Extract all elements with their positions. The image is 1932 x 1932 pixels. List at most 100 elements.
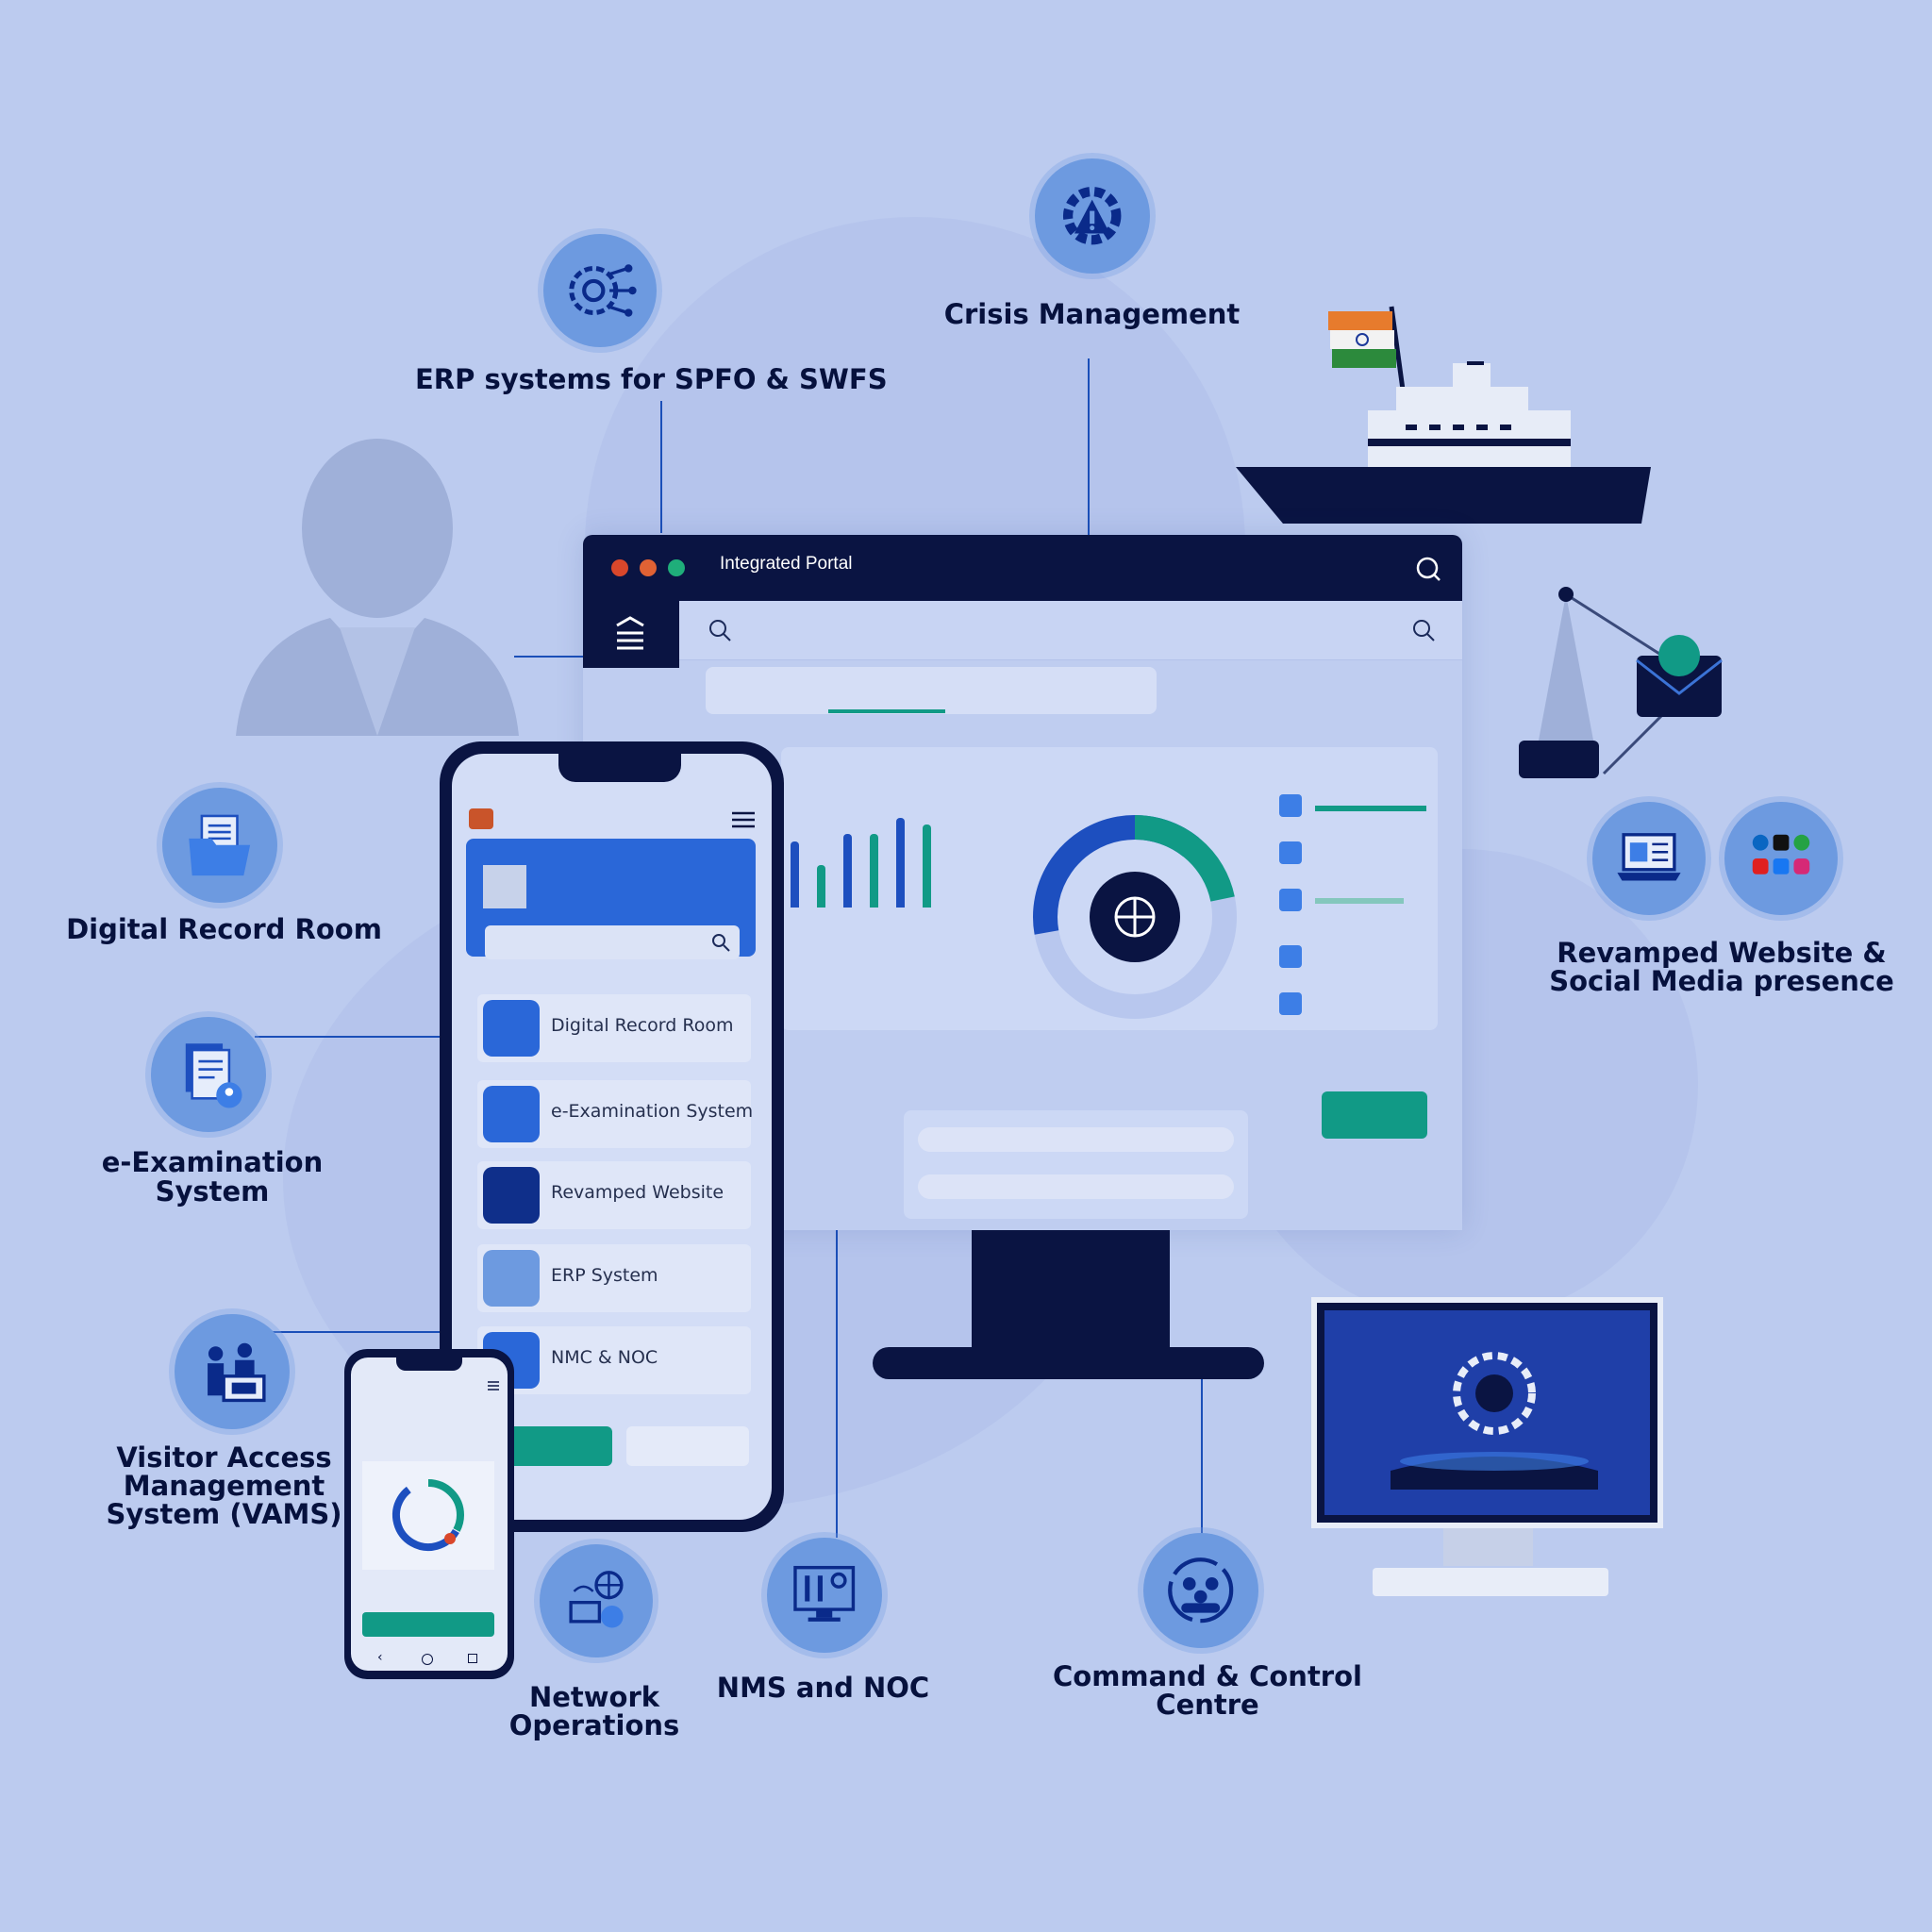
menu-icon[interactable] xyxy=(613,614,647,652)
list-item[interactable] xyxy=(1279,841,1302,864)
primary-button[interactable] xyxy=(362,1612,494,1637)
social-icon-circle xyxy=(1724,802,1838,915)
secondary-button[interactable] xyxy=(626,1426,749,1466)
chart-bar xyxy=(817,865,825,908)
gear-circuit-icon xyxy=(483,1250,540,1307)
phone-app-erp[interactable]: ERP System xyxy=(477,1244,751,1312)
placeholder-line xyxy=(918,1174,1234,1199)
network-label-line2: Operations xyxy=(508,1709,680,1741)
chart-bar xyxy=(791,841,799,908)
content-card xyxy=(904,1110,1248,1219)
phone-app-record-room[interactable]: Digital Record Room xyxy=(477,994,751,1062)
exam-label-line2: System xyxy=(155,1175,270,1208)
bar-chart xyxy=(791,804,932,908)
social-media-icons xyxy=(1752,834,1810,874)
small-mobile-phone: ‹ xyxy=(344,1349,514,1679)
erp-icon-circle xyxy=(543,234,657,347)
search-icon[interactable] xyxy=(711,933,730,952)
phone-search-input[interactable] xyxy=(485,925,740,959)
primary-button[interactable] xyxy=(508,1426,612,1466)
connector-line xyxy=(1201,1379,1203,1535)
phone-app-website[interactable]: Revamped Website xyxy=(477,1161,751,1229)
crisis-icon-circle xyxy=(1035,158,1150,274)
command-centre-monitor xyxy=(1311,1297,1663,1528)
donut-chart xyxy=(1033,815,1237,1019)
portal-search-bar[interactable] xyxy=(679,601,1462,660)
exam-icon-circle xyxy=(151,1017,266,1132)
keyboard xyxy=(1373,1568,1608,1596)
monitor-base xyxy=(873,1347,1264,1379)
nav-recent-icon[interactable] xyxy=(468,1654,477,1663)
folder-document-icon xyxy=(483,1000,540,1057)
placeholder-line xyxy=(918,1127,1234,1152)
nav-back-icon[interactable]: ‹ xyxy=(377,1650,383,1665)
chart-bar xyxy=(870,834,878,908)
folder-document-icon xyxy=(189,814,251,876)
website-icon-circle xyxy=(1592,802,1706,915)
nms-label: NMS and NOC xyxy=(716,1672,930,1704)
avatar xyxy=(483,865,526,908)
record-room-icon-circle xyxy=(162,788,277,903)
monitor-tools-icon xyxy=(793,1566,856,1623)
status-list xyxy=(1279,794,1426,1021)
app-label: Revamped Website xyxy=(551,1182,724,1203)
monitor-stand xyxy=(972,1230,1170,1353)
search-icon[interactable] xyxy=(1415,556,1441,582)
cc-label-line1: Command & Control xyxy=(1053,1660,1362,1692)
phone-app-exam[interactable]: e-Examination System xyxy=(477,1080,754,1148)
connector-line xyxy=(255,1036,440,1038)
exam-document-icon xyxy=(483,1086,540,1142)
chart-bar xyxy=(896,818,905,908)
search-icon[interactable] xyxy=(1411,618,1436,642)
cc-icon-circle xyxy=(1143,1533,1258,1648)
phone-notch xyxy=(558,754,681,782)
chart-bar xyxy=(843,834,852,908)
network-icon-circle xyxy=(540,1544,653,1657)
action-button[interactable] xyxy=(1322,1091,1427,1139)
network-globe-icon xyxy=(569,1571,624,1628)
app-label: e-Examination System xyxy=(551,1101,754,1122)
record-room-label: Digital Record Room xyxy=(66,913,382,945)
portal-title: Integrated Portal xyxy=(720,554,853,574)
donut-card xyxy=(362,1461,494,1570)
gear-alert-icon xyxy=(1063,187,1122,245)
erp-label: ERP systems for SPFO & SWFS xyxy=(415,363,888,395)
donut-chart xyxy=(392,1479,464,1551)
connector-line xyxy=(269,1331,440,1333)
app-label: ERP System xyxy=(551,1265,658,1286)
app-logo xyxy=(469,808,493,829)
connector-line xyxy=(1088,358,1090,535)
cc-label-line2: Centre xyxy=(1156,1689,1259,1721)
progress-bar xyxy=(1315,806,1426,811)
control-room-icon xyxy=(1391,1352,1598,1490)
list-item[interactable] xyxy=(1279,992,1302,1015)
crisis-label: Crisis Management xyxy=(943,298,1241,330)
dashboard-panel xyxy=(781,747,1438,1030)
small-phone-screen: ‹ xyxy=(351,1357,508,1671)
app-label: NMC & NOC xyxy=(551,1347,658,1368)
window-close-dot[interactable] xyxy=(611,559,628,576)
website-label-line1: Revamped Website & xyxy=(1557,937,1887,969)
active-tab-indicator xyxy=(828,709,945,713)
menu-icon[interactable] xyxy=(732,810,755,829)
vams-icon-circle xyxy=(175,1314,290,1429)
portal-tab-strip[interactable] xyxy=(706,667,1157,714)
nav-home-icon[interactable] xyxy=(422,1654,433,1665)
search-icon[interactable] xyxy=(708,618,732,642)
window-maximize-dot[interactable] xyxy=(668,559,685,576)
connector-line xyxy=(836,1226,838,1538)
gear-circuit-icon xyxy=(569,264,637,317)
list-item[interactable] xyxy=(1279,945,1302,968)
progress-bar xyxy=(1315,898,1404,904)
chart-bar xyxy=(923,824,931,908)
person-silhouette-icon xyxy=(236,439,519,736)
phone-app-nmc[interactable]: NMC & NOC xyxy=(477,1326,751,1394)
list-item[interactable] xyxy=(1279,889,1302,911)
list-item[interactable] xyxy=(1279,794,1302,817)
menu-icon[interactable] xyxy=(488,1380,499,1391)
network-label-line1: Network xyxy=(528,1681,660,1713)
vams-label-line3: System (VAMS) xyxy=(106,1498,342,1530)
command-centre-screen xyxy=(1324,1310,1650,1515)
window-minimize-dot[interactable] xyxy=(640,559,657,576)
website-label-line2: Social Media presence xyxy=(1549,965,1894,997)
